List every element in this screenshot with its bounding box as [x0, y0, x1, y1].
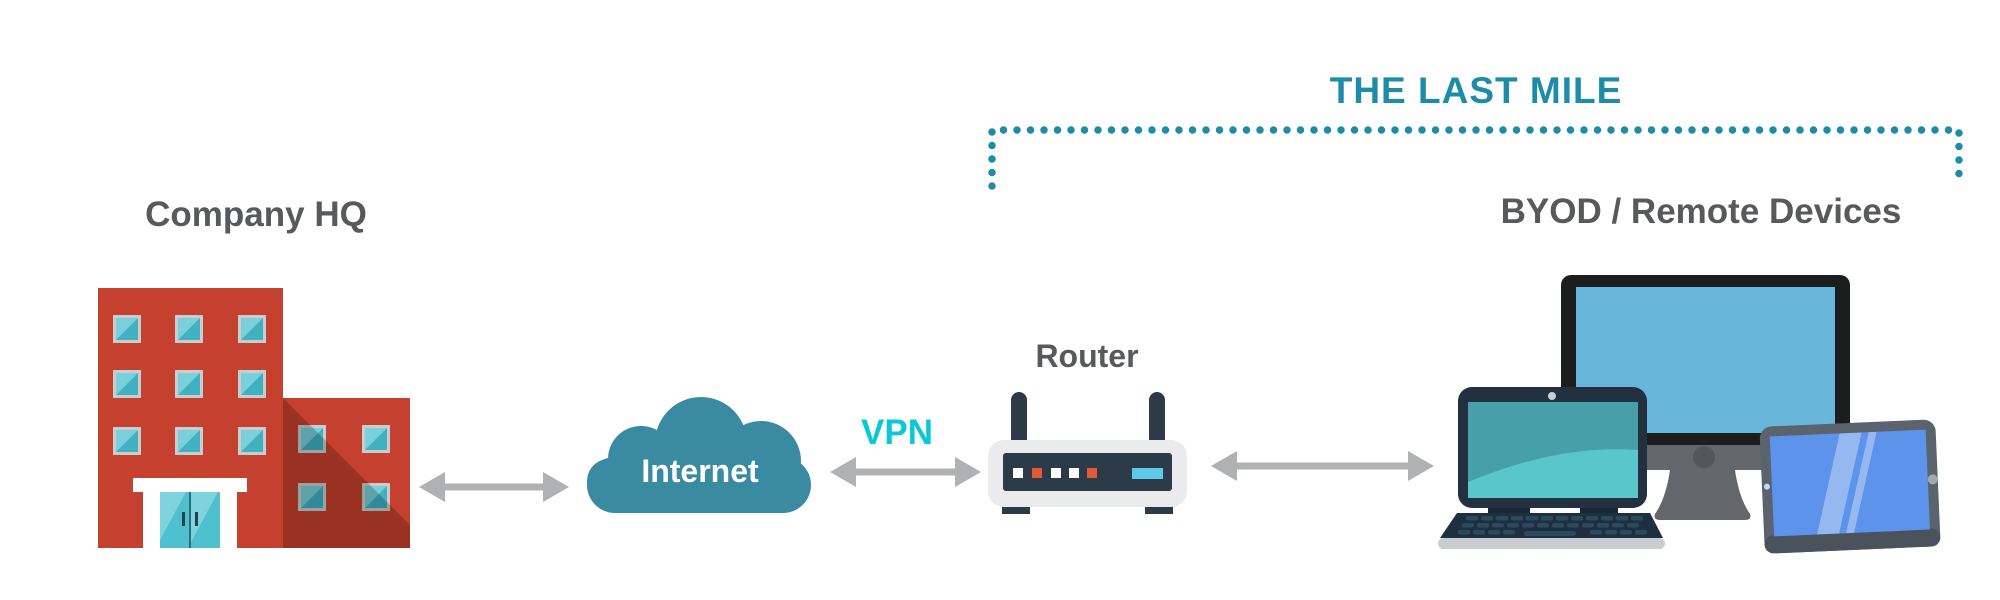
router-antenna-left [1011, 392, 1027, 452]
last-mile-title: THE LAST MILE [1329, 70, 1623, 111]
vpn-label: VPN [861, 413, 933, 452]
router-antenna-right [1149, 392, 1165, 452]
router-label: Router [1035, 338, 1139, 374]
company-hq-label: Company HQ [145, 195, 367, 234]
byod-devices-icons [1438, 275, 1941, 554]
building-icon [98, 288, 410, 548]
router-icon [988, 392, 1187, 514]
tablet-camera-dot [1763, 483, 1770, 490]
laptop-icon [1438, 387, 1665, 549]
laptop-keyboard [1458, 516, 1647, 536]
tablet-home-button [1927, 474, 1938, 485]
double-arrow-icon-hq-internet [419, 472, 569, 502]
byod-remote-devices-label: BYOD / Remote Devices [1500, 192, 1902, 231]
internet-label: Internet [641, 453, 759, 489]
tablet-screen-reflection [1817, 431, 1877, 535]
building-entrance [133, 478, 247, 548]
cloud-icon [587, 397, 811, 513]
router-leds [1013, 468, 1163, 479]
link-arrows [419, 451, 1434, 502]
double-arrow-icon-router-devices [1211, 451, 1434, 481]
double-arrow-icon-internet-router [830, 457, 981, 487]
tablet-icon [1759, 419, 1941, 554]
dotted-bracket-icon [988, 126, 1963, 190]
